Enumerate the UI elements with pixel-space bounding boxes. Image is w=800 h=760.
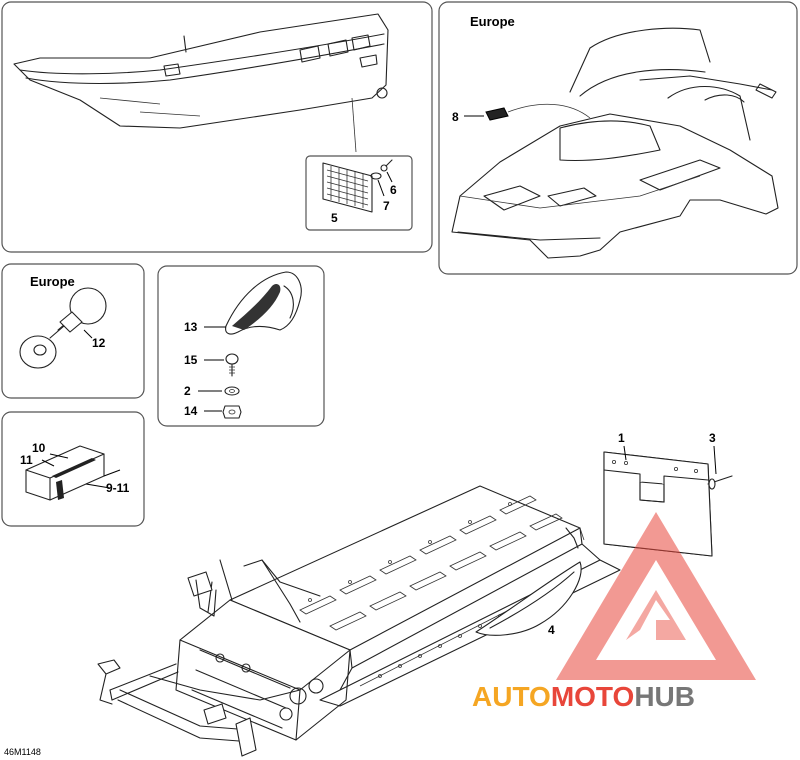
diagram-code: 46M1148 bbox=[4, 747, 41, 757]
callout-12: 12 bbox=[92, 336, 106, 350]
panel-side-light: 13 15 2 14 bbox=[157, 265, 325, 427]
callout-5: 5 bbox=[331, 211, 338, 225]
callout-3: 3 bbox=[709, 431, 716, 445]
region-label-europe-2: Europe bbox=[30, 274, 75, 289]
region-label-europe-1: Europe bbox=[470, 14, 515, 29]
callout-6: 6 bbox=[390, 183, 397, 197]
mud-flap-assembly: 1 3 4 bbox=[475, 431, 733, 637]
callout-9-11: 9-11 bbox=[106, 481, 130, 495]
panel-europe-hood: Europe 8 bbox=[438, 1, 798, 275]
callout-14: 14 bbox=[184, 404, 198, 418]
panel-decal-kit: 10 11 9-11 bbox=[1, 411, 145, 527]
watermark-logo bbox=[556, 512, 756, 680]
callout-10: 10 bbox=[32, 441, 46, 455]
callout-2: 2 bbox=[184, 384, 191, 398]
callout-11: 11 bbox=[20, 453, 33, 467]
callout-15: 15 bbox=[184, 353, 198, 367]
chassis-assembly bbox=[97, 485, 621, 757]
watermark-auto: AUTOMOTOHUB bbox=[472, 681, 695, 712]
callout-1: 1 bbox=[618, 431, 625, 445]
callout-13: 13 bbox=[184, 320, 198, 334]
panel-europe-horn: Europe 12 bbox=[1, 263, 145, 399]
callout-7: 7 bbox=[383, 199, 390, 213]
callout-8: 8 bbox=[452, 110, 459, 124]
callout-4: 4 bbox=[548, 623, 555, 637]
panel-rear-reflector: 6 7 5 bbox=[1, 1, 433, 253]
